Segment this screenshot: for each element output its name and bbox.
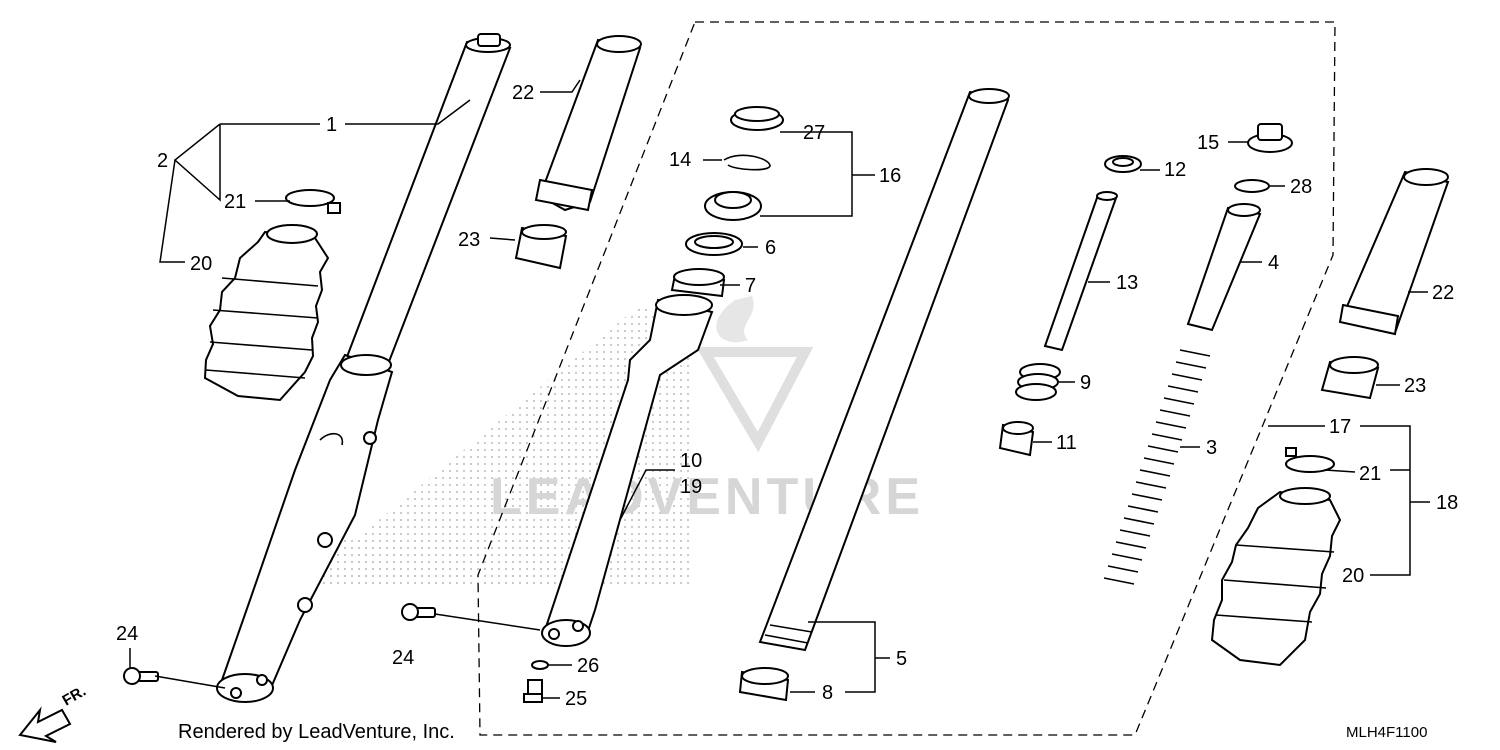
callout-28: 28 <box>1290 176 1312 198</box>
part-5-fork-pipe <box>758 88 1010 652</box>
part-7-slide-bushing <box>670 268 726 298</box>
callout-21: 21 <box>1359 463 1381 485</box>
callout-26: 26 <box>577 655 599 677</box>
callout-labels: 1 2 21 20 22 23 24 24 27 14 16 6 7 10 19… <box>116 82 1458 710</box>
part-27-dust-seal <box>730 106 784 131</box>
callout-22: 22 <box>1432 282 1454 304</box>
callout-22: 22 <box>512 82 534 104</box>
callout-9: 9 <box>1080 372 1091 394</box>
part-3-fork-spring <box>1103 349 1211 585</box>
part-21-boot-clamp-left <box>285 189 341 214</box>
part-23-fork-guide-right <box>1320 356 1380 400</box>
front-direction-arrow <box>18 706 72 743</box>
part-23-fork-guide-left <box>514 224 568 270</box>
callout-15: 15 <box>1197 132 1219 154</box>
part-12-spring-seat <box>1104 155 1142 173</box>
callout-20: 20 <box>190 253 212 275</box>
part-8-guide-bushing <box>738 667 790 702</box>
callout-7: 7 <box>745 275 756 297</box>
part-11-oil-lock-piece <box>998 421 1035 457</box>
footer-credit: Rendered by LeadVenture, Inc. <box>178 721 455 743</box>
leadventure-watermark-logo <box>696 296 814 453</box>
part-14-snap-ring <box>723 154 771 171</box>
callout-11: 11 <box>1056 432 1077 454</box>
callout-23: 23 <box>1404 375 1426 397</box>
part-25-drain-bolt <box>523 679 543 703</box>
part-13-damper-rod <box>1043 191 1118 352</box>
leader-lines <box>129 79 1430 699</box>
callout-23: 23 <box>458 229 480 251</box>
callout-13: 13 <box>1116 272 1138 294</box>
part-28-o-ring <box>1234 179 1270 193</box>
callout-21: 21 <box>224 191 246 213</box>
part-22-fork-cover-right <box>1338 168 1450 336</box>
part-22-fork-cover-left <box>534 35 642 212</box>
part-26-washer <box>531 660 549 670</box>
part-16-oil-seal <box>704 191 762 221</box>
part-21-boot-clamp-right <box>1285 447 1335 473</box>
callout-20: 20 <box>1342 565 1364 587</box>
fork-assembly-group-outline <box>477 21 1336 736</box>
callout-18: 18 <box>1436 492 1458 514</box>
callout-10: 10 <box>680 450 702 472</box>
callout-25: 25 <box>565 688 587 710</box>
callout-6: 6 <box>765 237 776 259</box>
part-6-back-up-ring <box>685 232 743 256</box>
callout-16: 16 <box>879 165 901 187</box>
callout-14: 14 <box>669 149 691 171</box>
part-24-bolt-left <box>123 667 159 685</box>
callout-24: 24 <box>392 647 414 669</box>
diagram-code: MLH4F1100 <box>1346 724 1427 741</box>
callout-1: 1 <box>326 114 337 136</box>
part-20-dust-boot-right <box>1210 487 1342 667</box>
callout-8: 8 <box>822 682 833 704</box>
callout-24: 24 <box>116 623 138 645</box>
front-direction-label: FR. <box>60 683 89 710</box>
callout-5: 5 <box>896 648 907 670</box>
part-10-fork-slider-center <box>541 294 714 647</box>
callout-17: 17 <box>1329 416 1351 438</box>
callout-19: 19 <box>680 476 702 498</box>
part-15-fork-bolt <box>1247 123 1293 153</box>
part-1-fork-slider <box>216 33 512 703</box>
part-24-bolt-center <box>401 603 436 621</box>
callout-27: 27 <box>803 122 825 144</box>
callout-12: 12 <box>1164 159 1186 181</box>
callout-4: 4 <box>1268 252 1279 274</box>
part-4-spring-collar <box>1186 203 1262 332</box>
callout-3: 3 <box>1206 437 1217 459</box>
part-9-rebound-spring <box>1015 363 1061 401</box>
part-20-dust-boot-left <box>203 224 330 402</box>
callout-2: 2 <box>157 150 168 172</box>
